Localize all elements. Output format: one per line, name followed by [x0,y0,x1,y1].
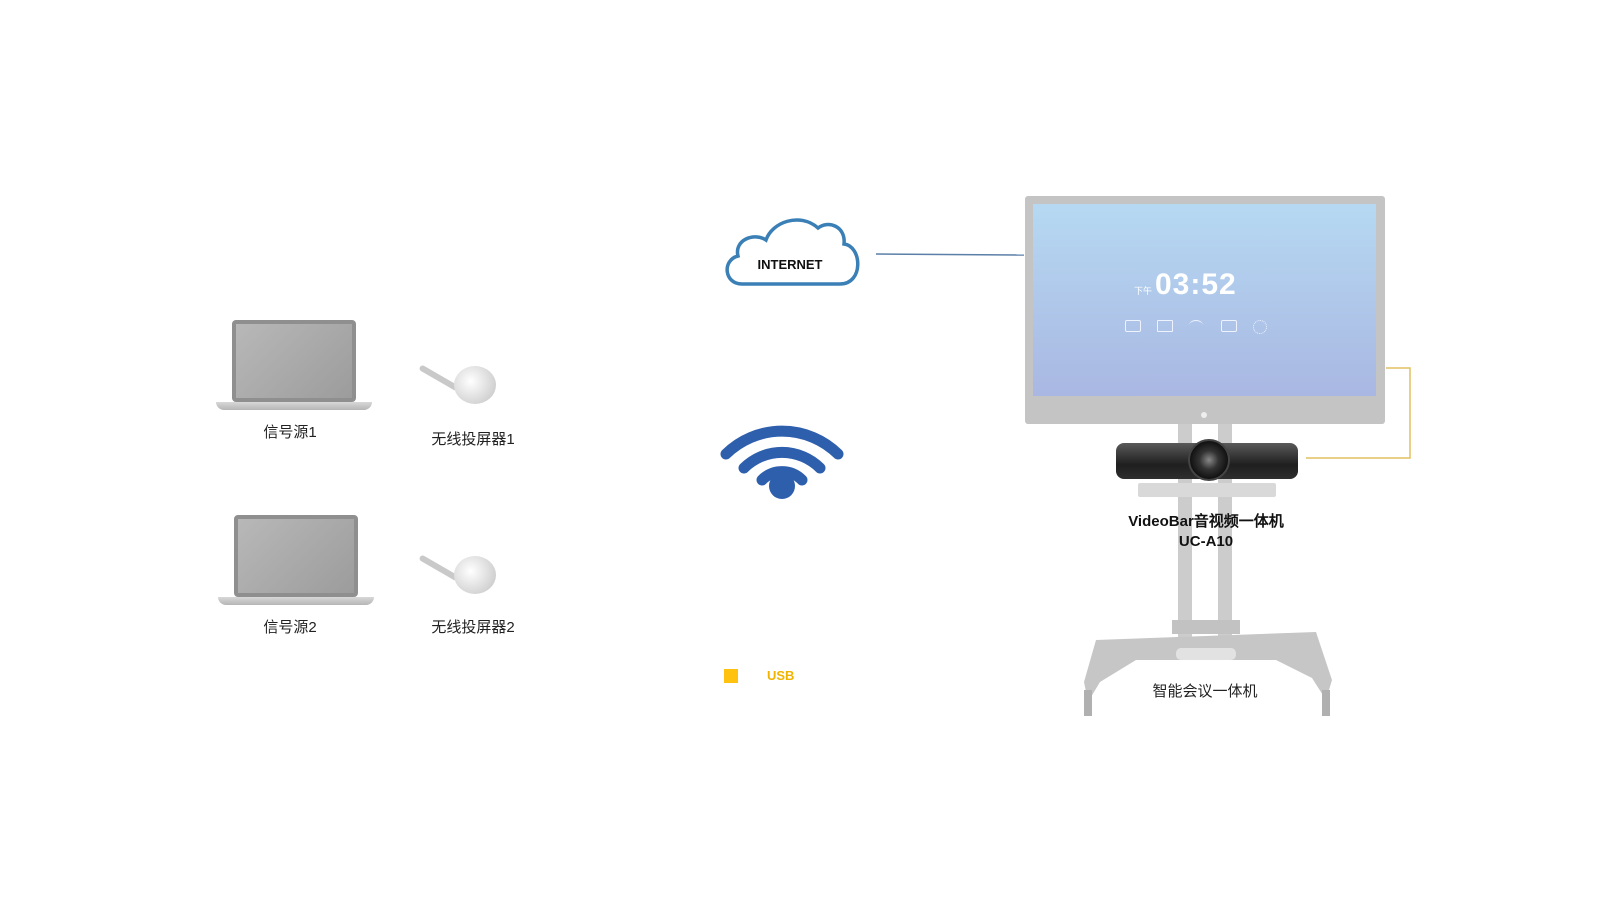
usb-legend-label: USB [767,668,795,683]
smart-display-label: 智能会议一体机 [1152,683,1258,700]
cloud-icon [725,218,860,286]
usb-line [1306,367,1411,459]
display-screen: 下午 03:52 [1033,204,1376,396]
videobar-name: VideoBar音视频一体机 [1128,513,1284,530]
wireless-dongle-2-label: 无线投屏器2 [431,619,515,636]
signal-source-1-label: 信号源1 [263,424,317,441]
wireless-dongle-1-label: 无线投屏器1 [431,431,515,448]
signal-source-2-label: 信号源2 [263,619,317,636]
camera-lens-icon [1188,439,1230,481]
internet-label: INTERNET [757,257,823,272]
videobar-mount [1138,483,1276,497]
dongle-puck [454,556,496,594]
power-indicator [1201,412,1207,418]
wireless-dongle-1 [418,356,498,408]
laptop-base [218,597,374,605]
laptop-screen [232,320,356,402]
app-icon-screen [1221,320,1237,332]
laptop-1 [216,320,372,410]
wifi-icon [720,425,844,499]
usb-legend-swatch [724,669,738,683]
laptop-2 [218,515,374,605]
app-icon-folder [1157,320,1173,332]
laptop-base [216,402,372,410]
display-clock: 03:52 [1155,268,1237,301]
app-icon-wifi [1189,320,1203,331]
videobar-device [1116,439,1298,499]
internet-line [875,253,1025,256]
dongle-puck [454,366,496,404]
laptop-screen [234,515,358,597]
app-icon-apps [1253,320,1267,334]
videobar-model: UC-A10 [1178,533,1234,550]
clock-prefix: 下午 [1134,286,1153,296]
display-app-icons [1125,320,1285,334]
app-icon-whiteboard [1125,320,1141,332]
smart-display: 下午 03:52 [1025,196,1385,424]
wireless-dongle-2 [418,546,498,598]
